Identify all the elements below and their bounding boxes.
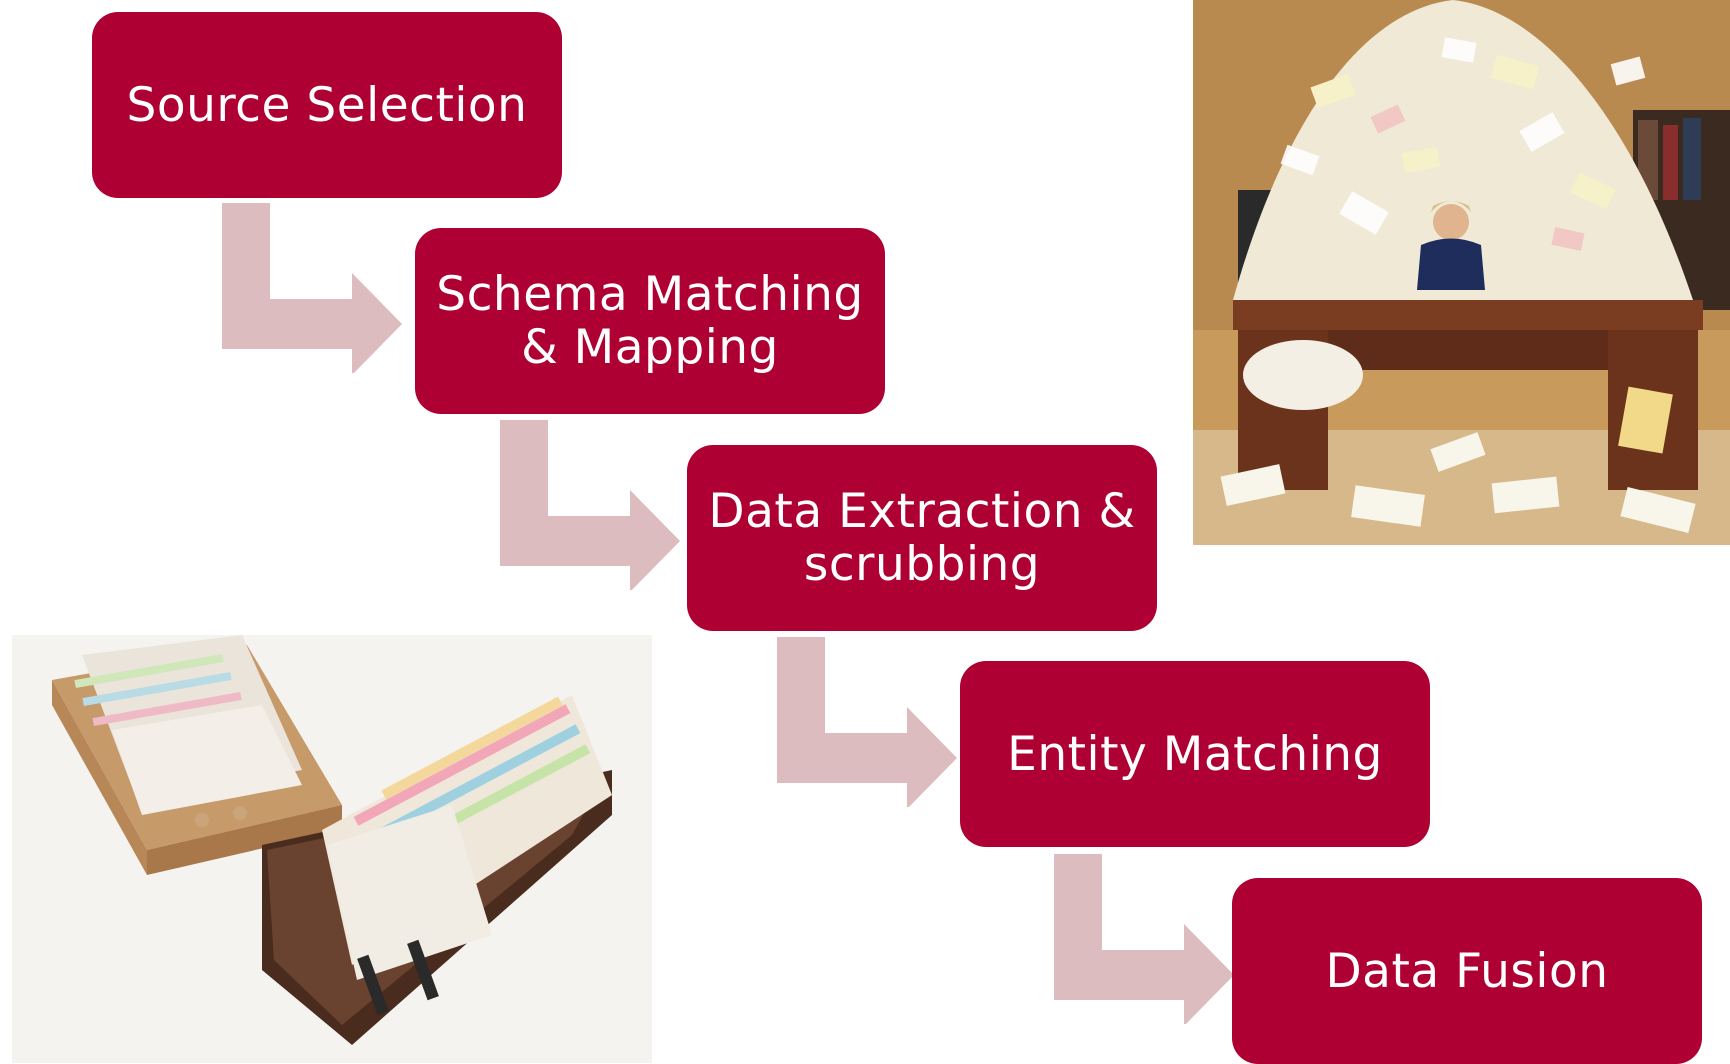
arrow-1-shape [222,203,402,373]
step-data-fusion: Data Fusion [1232,878,1702,1064]
step-label: Source Selection [126,77,528,133]
paper-pile-photo [1193,0,1730,545]
arrow-4-shape [1054,854,1234,1024]
step-label: Entity Matching [1007,726,1383,782]
step-entity-matching: Entity Matching [960,661,1430,847]
step-label: Schema Matching & Mapping [436,267,864,375]
step-data-extraction: Data Extraction & scrubbing [687,445,1157,631]
arrow-icon [777,637,957,807]
step-source-selection: Source Selection [92,12,562,198]
step-label: Data Fusion [1325,943,1609,999]
step-schema-matching: Schema Matching & Mapping [415,228,885,414]
arrow-3-shape [777,637,957,807]
arrow-icon [222,203,402,373]
step-label: Data Extraction & scrubbing [708,484,1136,592]
arrow-icon [1054,854,1234,1024]
arrow-2-shape [500,420,680,590]
arrow-icon [500,420,680,590]
index-card-boxes-photo [12,635,652,1063]
